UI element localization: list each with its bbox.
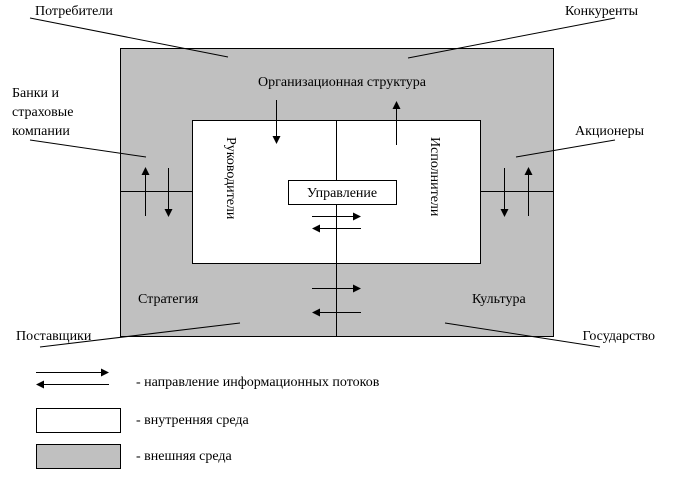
label-shareholders: Акционеры — [575, 124, 645, 139]
label-executors: Исполнители — [427, 137, 442, 217]
label-culture: Культура — [472, 292, 526, 307]
leader-banks — [29, 139, 147, 158]
label-org-structure: Организационная структура — [258, 75, 427, 90]
legend-external-swatch — [36, 444, 121, 469]
label-banks-3: компании — [12, 124, 70, 139]
legend-info-flow: - направление информационных потоков — [136, 375, 380, 390]
label-banks-1: Банки и — [12, 86, 60, 101]
label-suppliers: Поставщики — [16, 329, 92, 344]
management-box — [288, 180, 397, 205]
legend: - направление информационных потоков - в… — [36, 368, 380, 469]
label-state: Государство — [582, 329, 655, 344]
leader-state — [444, 322, 601, 348]
legend-internal-swatch — [36, 408, 121, 433]
label-banks-2: страховые — [12, 105, 73, 120]
label-management: Управление — [307, 186, 377, 201]
label-consumers: Потребители — [35, 4, 113, 19]
legend-internal: - внутренняя среда — [136, 413, 249, 428]
leader-shareholders — [515, 139, 616, 158]
label-competitors: Конкуренты — [565, 4, 639, 19]
leader-competitors — [407, 17, 616, 59]
legend-external: - внешняя среда — [136, 449, 232, 464]
leader-consumers — [29, 17, 229, 58]
label-strategy: Стратегия — [138, 292, 199, 307]
leader-suppliers — [39, 322, 241, 348]
label-managers: Руководители — [223, 137, 238, 220]
